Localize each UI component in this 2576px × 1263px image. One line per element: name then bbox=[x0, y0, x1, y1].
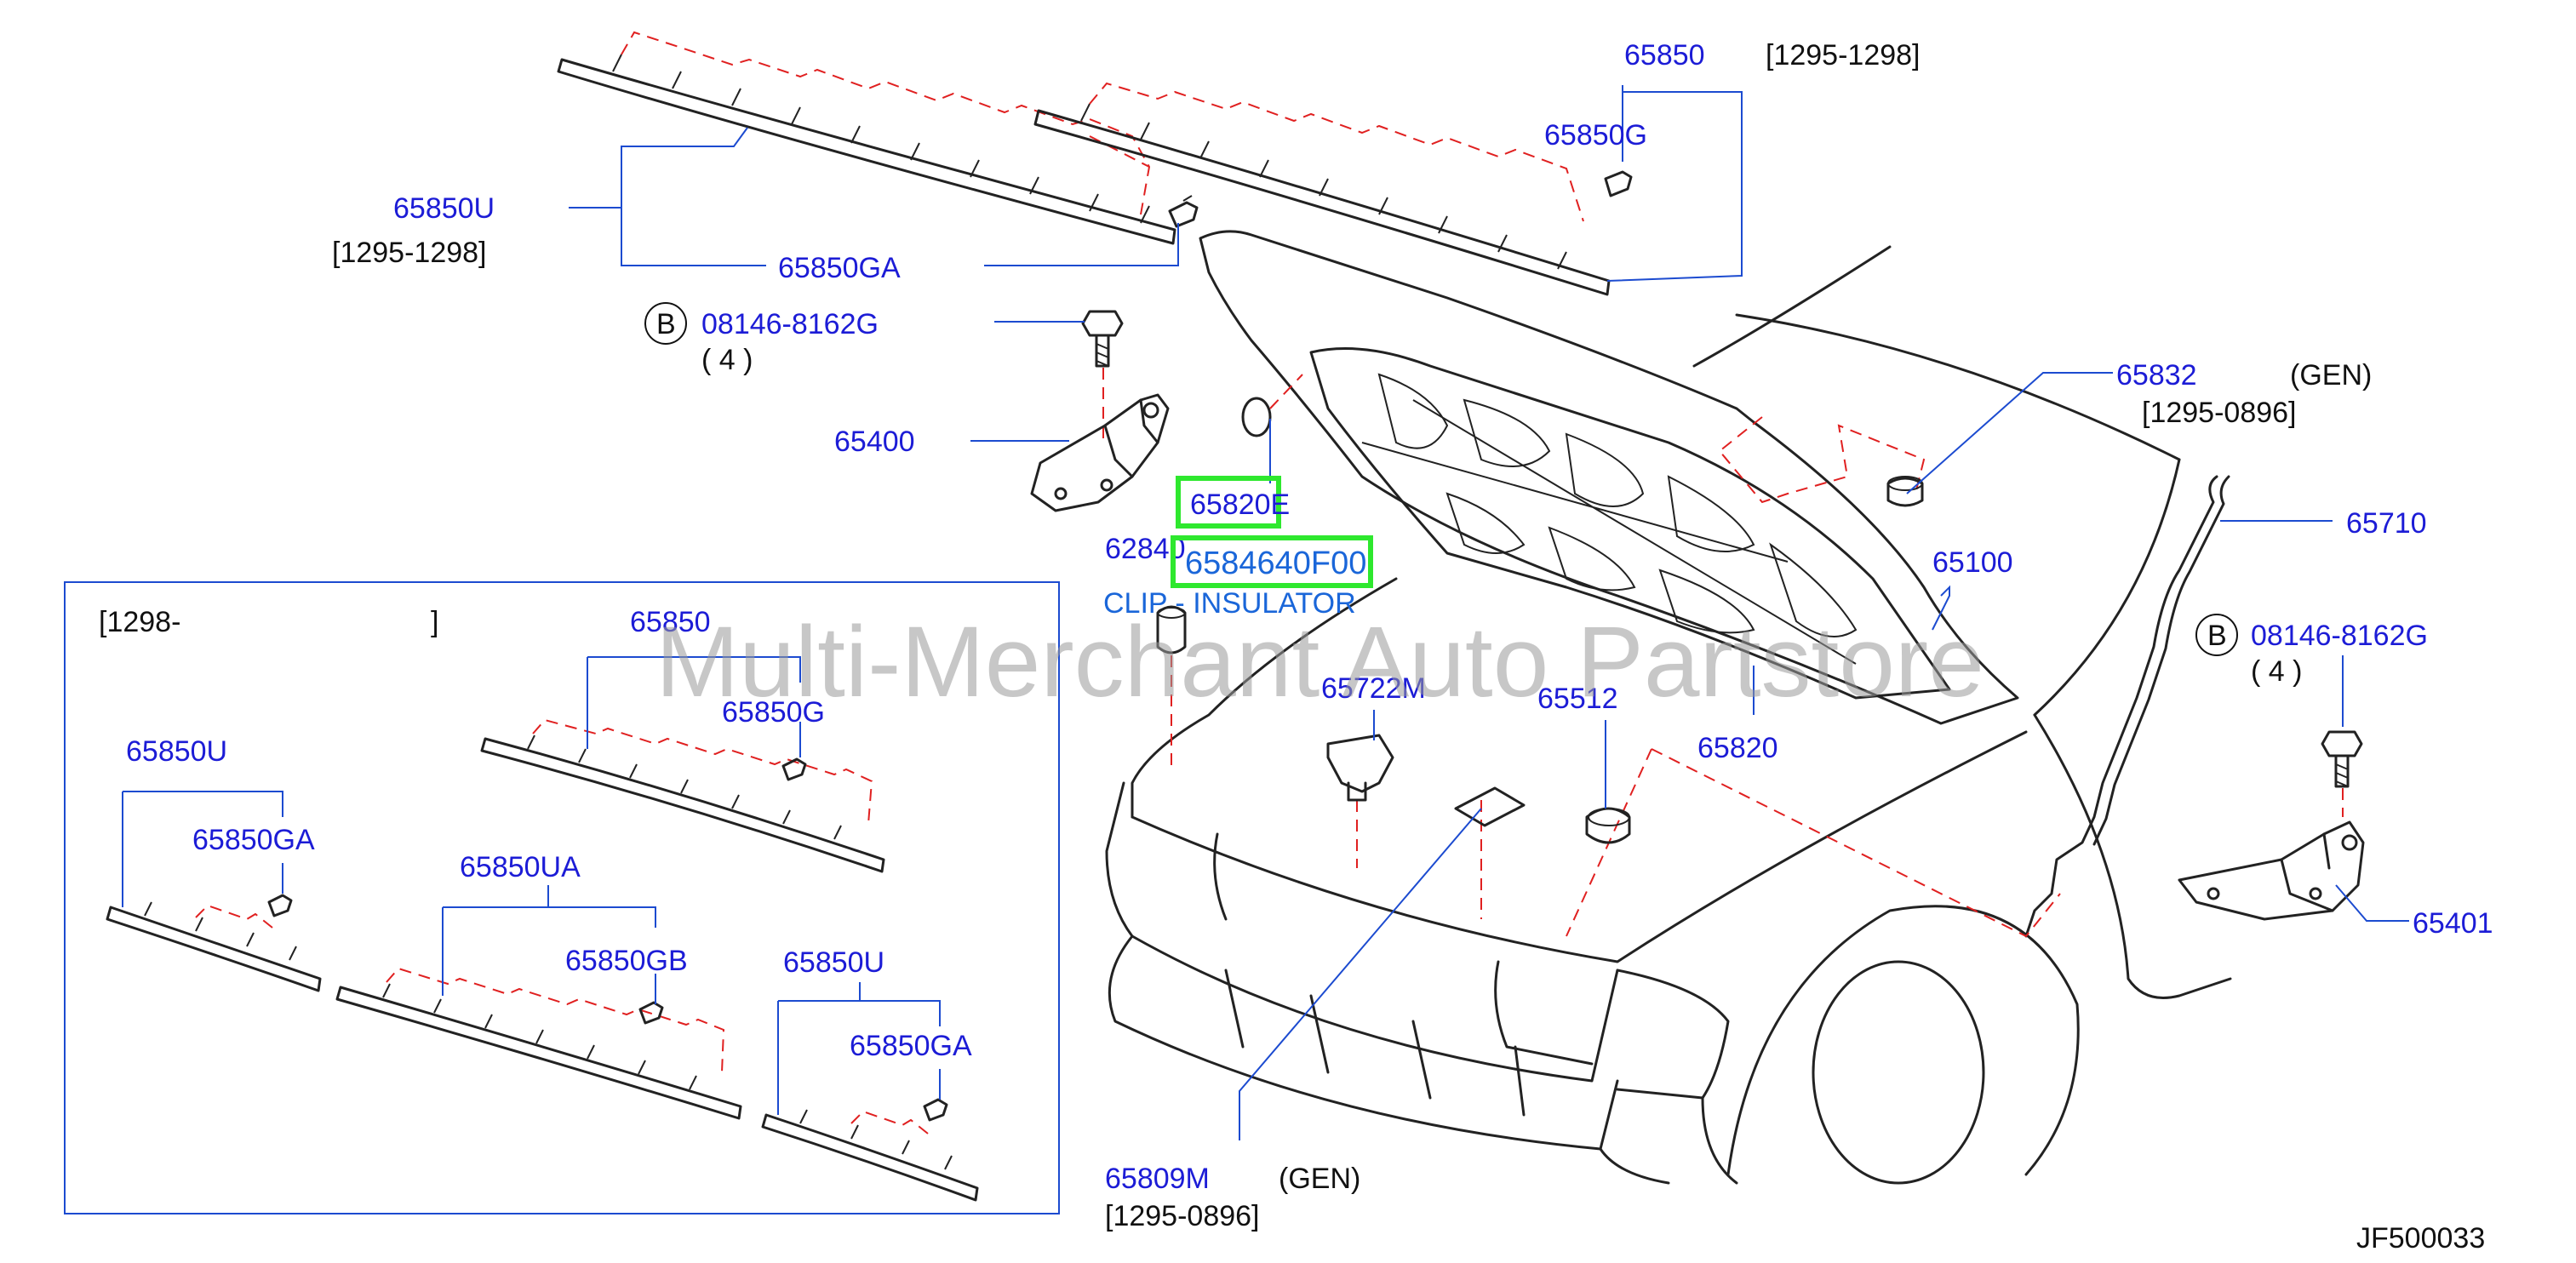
highlight-65820e bbox=[1176, 476, 1281, 529]
dashed-line-65512-group bbox=[1566, 748, 2061, 938]
bumper-65832 bbox=[1886, 476, 1924, 507]
label-inset-65850gb: 65850GB bbox=[565, 945, 688, 977]
label-inset-65850u-b: 65850U bbox=[783, 946, 884, 979]
label-65832: 65832 bbox=[2116, 359, 2197, 391]
label-65401: 65401 bbox=[2413, 907, 2493, 940]
label-65809m: 65809M bbox=[1105, 1163, 1210, 1195]
label-range-top: [1295-1298] bbox=[1766, 39, 1921, 71]
insulator-clip-65820e bbox=[1241, 374, 1303, 437]
label-inset-65850ga-a: 65850GA bbox=[192, 824, 315, 856]
bolt-marker-left-letter: B bbox=[656, 308, 676, 340]
clip-62840 bbox=[1156, 605, 1187, 654]
clip-65512 bbox=[1585, 807, 1631, 844]
label-6584640f00: 6584640F00 bbox=[1185, 546, 1366, 581]
label-65820e: 65820E bbox=[1190, 489, 1290, 521]
inset-strip-1 bbox=[480, 718, 885, 873]
label-range-left: [1295-1298] bbox=[332, 237, 487, 269]
label-diagram-code: JF500033 bbox=[2356, 1222, 2485, 1254]
clip-65850ga-top bbox=[1168, 195, 1199, 228]
label-inset-65850ga-b: 65850GA bbox=[850, 1030, 972, 1062]
label-65710: 65710 bbox=[2346, 507, 2427, 540]
label-65512: 65512 bbox=[1537, 683, 1618, 715]
vehicle-body bbox=[1105, 245, 2232, 1185]
hood-rod-65710 bbox=[2024, 475, 2230, 938]
clip-65850g-top bbox=[1604, 170, 1633, 197]
inset-strip-3 bbox=[335, 967, 742, 1120]
label-plate-65809m bbox=[1454, 786, 1526, 827]
inset-clip-65850gb bbox=[638, 1001, 664, 1025]
label-65850g-top: 65850G bbox=[1544, 119, 1647, 151]
inset-strip-4 bbox=[761, 1109, 979, 1202]
inset-clip-65850g bbox=[781, 757, 807, 781]
label-inset-range-open: [1298- bbox=[99, 606, 180, 638]
label-inset-65850g: 65850G bbox=[722, 696, 825, 729]
bolt-marker-right-letter: B bbox=[2207, 620, 2227, 652]
inset-clip-65850ga-a bbox=[267, 894, 293, 917]
label-gen-65832: (GEN) bbox=[2290, 359, 2372, 391]
label-65400: 65400 bbox=[834, 426, 915, 458]
leader-lines bbox=[122, 85, 2409, 1140]
inset-clip-65850ga-b bbox=[923, 1098, 948, 1122]
label-bolt-left: 08146-8162G bbox=[701, 308, 879, 340]
label-clip-insulator: CLIP - INSULATOR bbox=[1103, 587, 1356, 620]
bolt-left bbox=[1081, 310, 1124, 443]
label-65850u-top: 65850U bbox=[393, 192, 495, 225]
label-range-65832: [1295-0896] bbox=[2142, 397, 2297, 429]
label-range-65809m: [1295-0896] bbox=[1105, 1200, 1260, 1232]
label-65820: 65820 bbox=[1697, 732, 1778, 764]
label-65850-top: 65850 bbox=[1624, 39, 1705, 71]
label-qty-right: ( 4 ) bbox=[2251, 655, 2302, 688]
inset-frame bbox=[64, 581, 1060, 1214]
clip-65722m bbox=[1326, 734, 1394, 802]
bolt-marker-left bbox=[644, 302, 687, 345]
bolt-right bbox=[2321, 730, 2363, 817]
label-qty-left: ( 4 ) bbox=[701, 344, 753, 376]
label-inset-65850ua: 65850UA bbox=[460, 851, 581, 883]
label-inset-65850: 65850 bbox=[630, 606, 711, 638]
hinge-65400 bbox=[1030, 393, 1170, 512]
label-inset-65850u-a: 65850U bbox=[126, 735, 227, 768]
label-bolt-right: 08146-8162G bbox=[2251, 620, 2428, 652]
label-65850ga-top: 65850GA bbox=[778, 252, 901, 284]
label-gen-65809m: (GEN) bbox=[1279, 1163, 1360, 1195]
molding-strip-right bbox=[1033, 82, 1611, 296]
label-65722m: 65722M bbox=[1321, 672, 1426, 705]
inset-strip-2 bbox=[106, 901, 322, 992]
label-65100: 65100 bbox=[1932, 546, 2013, 579]
hinge-65401 bbox=[2178, 820, 2365, 921]
watermark: Multi-Merchant Auto Partstore bbox=[655, 606, 1984, 718]
bolt-marker-right bbox=[2195, 614, 2238, 656]
highlight-6584640f00 bbox=[1171, 535, 1373, 588]
hood-65100 bbox=[1199, 230, 2019, 725]
label-inset-range-close: ] bbox=[431, 606, 438, 638]
